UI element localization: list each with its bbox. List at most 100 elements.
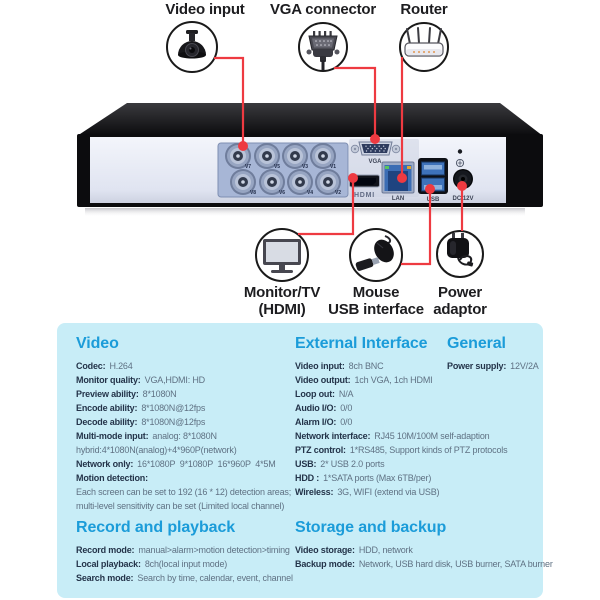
spec-row: Video input:8ch BNC (295, 359, 507, 373)
spec-value: HDD, network (358, 545, 413, 555)
spec-value: Search by time, calendar, event, channel (137, 573, 293, 583)
spec-value: hybrid:4*1080N(analog)+4*960P(network) (76, 445, 237, 455)
bnc-connector (315, 169, 341, 195)
spec-row: PTZ control:1*RS485, Support kinds of PT… (295, 443, 508, 457)
spec-key: Search mode: (76, 573, 134, 583)
spec-key: Audio I/O: (295, 403, 337, 413)
bnc-label: V4 (307, 190, 313, 196)
hdmi-port-label: HDMI (354, 192, 375, 199)
spec-row: hybrid:4*1080N(analog)+4*960P(network) (76, 443, 291, 457)
spec-key: Encode ability: (76, 403, 138, 413)
spec-key: Video input: (295, 361, 345, 371)
spec-row: Search mode:Search by time, calendar, ev… (76, 571, 293, 585)
spec-row: Loop out:N/A (295, 387, 507, 401)
spec-value: analog: 8*1080N (152, 431, 217, 441)
spec-row: Decode ability:8*1080N@12fps (76, 415, 291, 429)
connection-dot (425, 184, 435, 194)
callout-label-monitor: Monitor/TV (HDMI) (212, 284, 352, 318)
bnc-connector (287, 169, 313, 195)
connection-dots (238, 134, 467, 194)
spec-key: HDD : (295, 473, 320, 483)
lan-led-left (385, 166, 389, 169)
bnc-connector (310, 143, 336, 169)
lan-port-label: LAN (392, 196, 404, 202)
bnc-connector (282, 143, 308, 169)
callout-label-line1: Power (437, 284, 482, 301)
spec-key: Wireless: (295, 487, 334, 497)
spec-row: Alarm I/O:0/0 (295, 415, 507, 429)
spec-value: 8ch(local input mode) (144, 559, 228, 569)
spec-value: 1*RS485, Support kinds of PTZ protocols (349, 445, 508, 455)
spec-value: Each screen can be set to 192 (16 * 12) … (76, 487, 292, 497)
spec-row: Audio I/O:0/0 (295, 401, 507, 415)
dvr-device: V7 V5 V3 V1 V8 V6 V4 V2 (77, 103, 543, 217)
spec-key: Monitor quality: (76, 375, 141, 385)
bnc-label: V5 (274, 164, 280, 170)
callout-line-vga (334, 66, 377, 139)
bnc-label: V2 (335, 190, 341, 196)
spec-row: Motion detection: (76, 471, 291, 485)
callout-label-line2: USB interface (328, 301, 424, 318)
spec-key: Backup mode: (295, 559, 355, 569)
spec-value: RJ45 10M/100M self-adaption (374, 431, 490, 441)
spec-value: 8ch BNC (348, 361, 384, 371)
connection-dot (397, 173, 407, 183)
diagram-canvas: V7 V5 V3 V1 V8 V6 V4 V2 (77, 21, 543, 282)
spec-row: Monitor quality:VGA,HDMI: HD (76, 373, 291, 387)
section-title: Record and playback (76, 519, 236, 536)
screw-hole (457, 149, 463, 154)
callout-label-vga-connector: VGA connector (250, 1, 396, 18)
spec-value: N/A (338, 389, 354, 399)
section-title: Video (76, 335, 119, 352)
callout-label-line1: Mouse (352, 284, 400, 301)
spec-value: 8*1080N@12fps (141, 417, 206, 427)
dome-camera-icon (178, 30, 206, 59)
spec-value: 16*1080P 9*1080P 16*960P 4*5M (137, 459, 276, 469)
spec-row: Each screen can be set to 192 (16 * 12) … (76, 485, 291, 499)
spec-key: Alarm I/O: (295, 417, 337, 427)
spec-row: Video output:1ch VGA, 1ch HDMI (295, 373, 507, 387)
connection-dot (348, 173, 358, 183)
power-adaptor-icon (447, 233, 474, 267)
callout-label-line2: adaptor (433, 301, 487, 318)
callout-label-power: Power adaptor (392, 284, 528, 318)
spec-key: USB: (295, 459, 317, 469)
spec-value: multi-level sensitivity can be set (Limi… (76, 501, 285, 511)
callout-label-text: Router (400, 1, 448, 18)
spec-key: Preview ability: (76, 389, 139, 399)
spec-row: Wireless:3G, WIFI (extend via USB) (295, 485, 507, 499)
spec-key: Video storage: (295, 545, 355, 555)
spec-key: Codec: (76, 361, 106, 371)
spec-value: 8*1080N@12fps (141, 403, 206, 413)
device-shadow (85, 208, 525, 217)
callout-lines (214, 56, 464, 266)
spec-row: Encode ability:8*1080N@12fps (76, 401, 291, 415)
spec-value: 8*1080N (142, 389, 177, 399)
spec-key: Video output: (295, 375, 351, 385)
spec-row: Power supply:12V/2A (447, 359, 539, 373)
spec-row: Preview ability:8*1080N (76, 387, 291, 401)
spec-key: Network only: (76, 459, 134, 469)
bnc-label: V7 (245, 164, 251, 170)
spec-key: PTZ control: (295, 445, 346, 455)
device-top-face (77, 103, 543, 136)
spec-row: USB:2* USB 2.0 ports (295, 457, 507, 471)
spec-row: Multi-mode input:analog: 8*1080N (76, 429, 291, 443)
spec-row: Record mode:manual>alarm>motion detectio… (76, 543, 293, 557)
spec-value: manual>alarm>motion detection>timing (138, 545, 290, 555)
spec-value: 3G, WIFI (extend via USB) (337, 487, 440, 497)
callout-label-text: VGA connector (269, 1, 377, 18)
spec-row: Codec:H.264 (76, 359, 291, 373)
spec-value: 1*SATA ports (Max 6TB/per) (323, 473, 432, 483)
bnc-connector (230, 169, 256, 195)
bnc-connector (254, 143, 280, 169)
spec-key: Record mode: (76, 545, 135, 555)
section-title: Storage and backup (295, 519, 447, 536)
bnc-label: V8 (250, 190, 256, 196)
spec-row: multi-level sensitivity can be set (Limi… (76, 499, 291, 513)
